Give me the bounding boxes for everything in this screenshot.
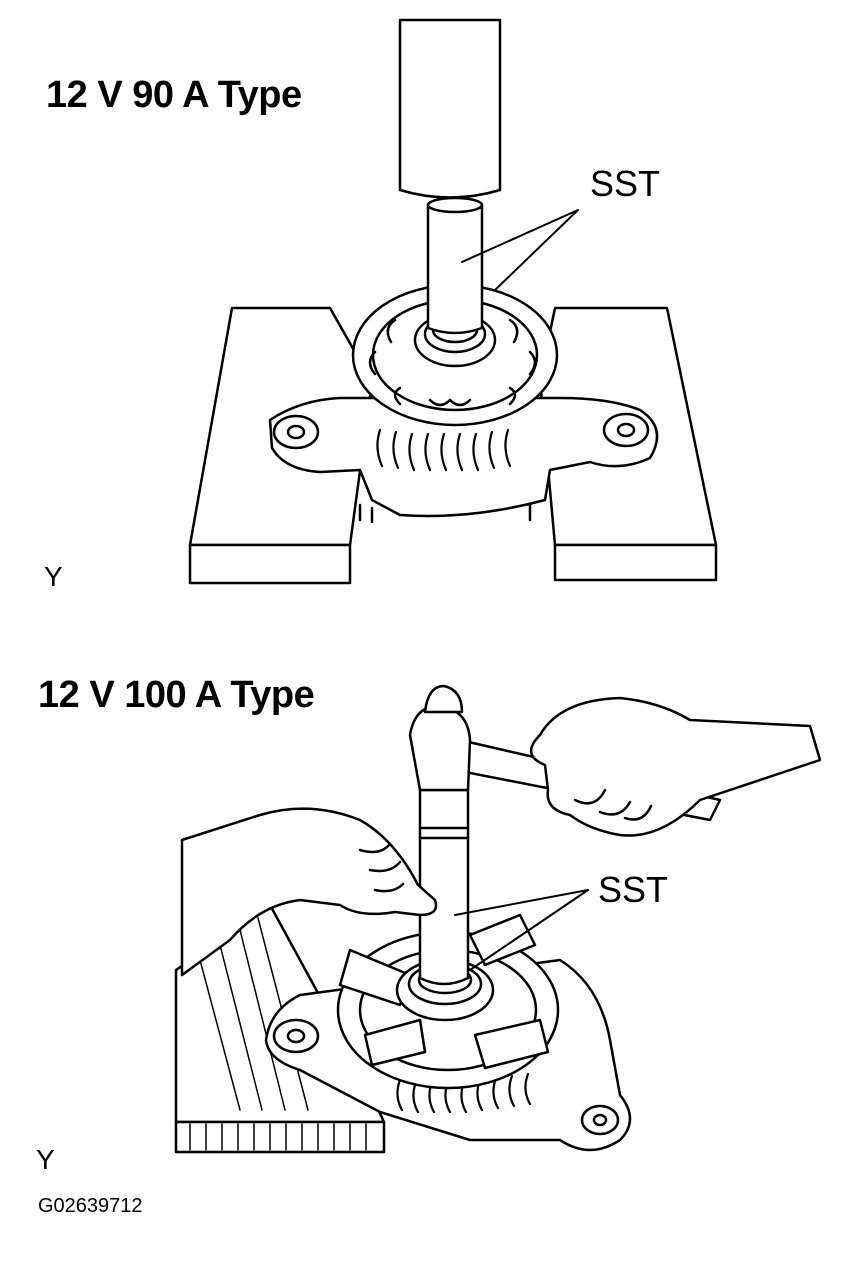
sst-tool xyxy=(418,788,470,986)
panel-2-title: 12 V 100 A Type xyxy=(38,674,315,716)
sst-tool xyxy=(426,196,484,335)
right-hand xyxy=(530,696,822,837)
cooling-fins xyxy=(376,428,512,472)
left-hand xyxy=(180,807,438,977)
panel-2-view-mark: Y xyxy=(36,1144,55,1175)
panel-1-title: 12 V 90 A Type xyxy=(46,74,302,116)
cooling-fins xyxy=(396,1072,532,1114)
panel-1-sst-callout: SST xyxy=(590,163,661,204)
alternator-housing xyxy=(268,396,659,524)
sst-leader-lines xyxy=(461,209,579,291)
figure-code: G02639712 xyxy=(38,1195,143,1217)
panel-1-view-mark: Y xyxy=(44,561,63,592)
panel-2-sst-callout: SST xyxy=(598,869,669,910)
sst-leader-lines xyxy=(454,889,589,971)
